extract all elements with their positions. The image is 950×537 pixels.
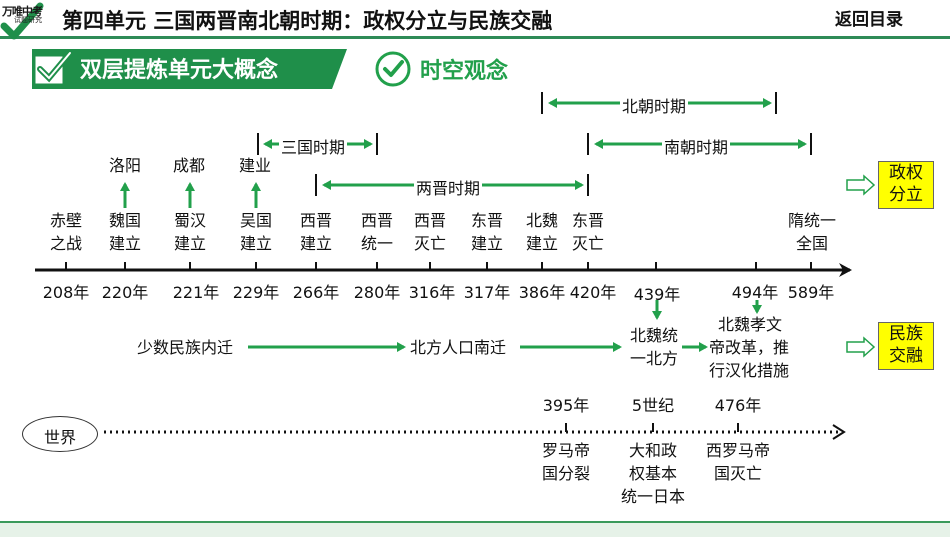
world-year-label: 476年	[714, 396, 762, 415]
arrow-to-fusion-box	[846, 336, 876, 358]
year-label: 316年	[408, 283, 456, 302]
year-label: 420年	[569, 283, 617, 302]
period-southern-label: 南朝时期	[662, 134, 731, 158]
year-label: 266年	[292, 283, 340, 302]
year-label: 439年	[633, 285, 681, 304]
world-label: 世界	[43, 428, 76, 447]
capital-chengdu: 成都	[173, 156, 206, 175]
logo-check-icon	[0, 2, 44, 40]
period-two-jin-label: 两晋时期	[414, 175, 483, 199]
banner-label: 双层提炼单元大概念	[80, 58, 279, 83]
year-label: 229年	[232, 283, 280, 302]
check-circle-icon	[375, 51, 411, 87]
migration-step-unify-north: 北魏统一北方	[629, 326, 678, 368]
event-label: 西晋统一	[360, 211, 393, 253]
period-northern-label: 北朝时期	[620, 93, 689, 117]
concept-banner	[32, 49, 347, 89]
event-label: 东晋灭亡	[571, 211, 604, 253]
world-event-west-rome-fall: 西罗马帝国灭亡	[705, 441, 770, 483]
year-label: 220年	[101, 283, 149, 302]
year-label: 589年	[787, 283, 835, 302]
return-button[interactable]: 返回目录	[835, 10, 903, 30]
year-label: 494年	[731, 283, 779, 302]
section-title: 时空观念	[420, 59, 509, 84]
logo-subtext: 试题研究	[14, 16, 42, 24]
theme-box-political-split: 政权分立	[878, 161, 934, 209]
event-label: 北魏建立	[525, 211, 558, 253]
logo-text: 万唯中考	[2, 5, 43, 18]
theme-box-ethnic-fusion: 民族交融	[878, 322, 934, 370]
event-label: 吴国建立	[239, 211, 272, 253]
capital-jianye: 建业	[239, 156, 272, 175]
header-divider	[0, 36, 950, 39]
world-timeline-arrowhead	[832, 424, 846, 440]
world-oval	[22, 416, 98, 452]
world-year-label: 5世纪	[631, 396, 675, 415]
year-label: 280年	[353, 283, 401, 302]
year-label: 221年	[172, 283, 220, 302]
event-label: 蜀汉建立	[173, 211, 206, 253]
event-label: 西晋灭亡	[413, 211, 446, 253]
world-event-rome-split: 罗马帝国分裂	[541, 441, 590, 483]
axis-ticks	[65, 262, 812, 270]
year-label: 317年	[463, 283, 511, 302]
world-year-label: 395年	[542, 396, 590, 415]
event-label: 西晋建立	[299, 211, 332, 253]
event-label: 隋统一全国	[787, 211, 836, 253]
event-label: 魏国建立	[108, 211, 141, 253]
event-label: 赤壁之战	[49, 211, 82, 253]
period-three-kingdoms-label: 三国时期	[279, 134, 348, 158]
header-bar	[0, 0, 950, 36]
capital-luoyang: 洛阳	[109, 156, 142, 175]
banner-check-icon	[35, 50, 73, 84]
footer-bar	[0, 521, 950, 537]
page-title: 第四单元 三国两晋南北朝时期：政权分立与民族交融	[62, 9, 553, 33]
world-event-yamato: 大和政权基本统一日本	[620, 441, 685, 506]
arrow-to-split-box	[846, 174, 876, 196]
event-label: 东晋建立	[470, 211, 503, 253]
year-label: 208年	[42, 283, 90, 302]
migration-step-inward: 少数民族内迁	[137, 338, 234, 357]
migration-step-southward: 北方人口南迁	[410, 338, 507, 357]
migration-step-reform: 北魏孝文帝改革，推行汉化措施	[709, 315, 790, 380]
year-label: 386年	[518, 283, 566, 302]
